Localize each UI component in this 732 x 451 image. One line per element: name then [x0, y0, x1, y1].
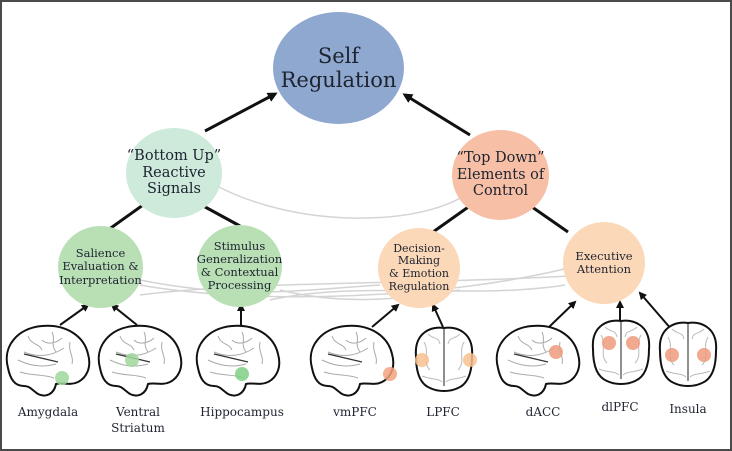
arrow-ventral-striatum-to-salience	[110, 303, 138, 326]
region-label-vmpfc: vmPFC	[333, 405, 377, 419]
arrow-amygdala-to-salience	[59, 303, 90, 326]
brain-insula-highlight	[697, 348, 711, 362]
stimulus-node: Stimulus Generalization & Contextual Pro…	[197, 225, 282, 307]
brain-sulcus	[23, 353, 59, 363]
stimulus-label: Stimulus Generalization & Contextual Pro…	[196, 238, 283, 293]
top-down-node: “Top Down” Elements of Control	[452, 130, 549, 220]
decision-label: Decision-Making & Emotion Regulation	[388, 241, 450, 293]
brain-dlpfc-highlight	[602, 336, 616, 350]
region-label-dacc: dACC	[525, 405, 561, 419]
brain-amygdala-highlight	[55, 371, 69, 385]
brain-lpfc-highlight	[463, 353, 477, 367]
curve	[139, 274, 586, 296]
brain-insula-highlight	[665, 348, 679, 362]
arrow-vmpfc-to-decision	[371, 303, 400, 328]
salience-label: Salience Evaluation & Interpretation	[59, 246, 142, 287]
region-label-lpfc: LPFC	[426, 405, 460, 419]
brain-dlpfc-icon	[591, 319, 651, 385]
brain-insula-icon	[658, 321, 718, 387]
brain-outline	[309, 324, 395, 397]
brain-ventral-striatum-highlight	[125, 353, 139, 367]
region-label-ventral-striatum: Ventral Striatum	[111, 405, 165, 436]
brain-outline	[97, 324, 183, 397]
decision-node: Decision-Making & Emotion Regulation	[378, 228, 460, 308]
brain-outline	[495, 324, 581, 397]
brain-icons	[5, 319, 718, 397]
self-regulation-node: Self Regulation	[273, 12, 404, 124]
salience-node: Salience Evaluation & Interpretation	[58, 226, 143, 308]
brain-dacc-highlight	[549, 345, 563, 359]
executive-node: Executive Attention	[563, 222, 645, 304]
brain-lpfc-highlight	[415, 353, 429, 367]
brain-outline	[195, 324, 281, 397]
brain-hippocampus-highlight	[235, 367, 249, 381]
arrow-insula-to-executive	[638, 291, 673, 331]
brain-sulcus	[513, 353, 549, 363]
arrow-bottom-up-to-self	[204, 92, 278, 133]
brain-folds	[207, 331, 263, 379]
brain-dlpfc-highlight	[626, 336, 640, 350]
small-arrows	[59, 291, 673, 331]
region-label-insula: Insula	[669, 402, 707, 416]
arrow-lpfc-to-decision	[431, 303, 444, 328]
region-label-hippocampus: Hippocampus	[200, 405, 284, 419]
brain-hippocampus-icon	[195, 324, 281, 397]
region-label-dlpfc: dlPFC	[601, 400, 639, 414]
brain-sulcus	[213, 353, 249, 363]
brain-folds	[321, 331, 377, 379]
brain-folds	[17, 331, 73, 379]
arrow-dacc-to-executive	[548, 300, 577, 328]
self-regulation-label: Self Regulation	[280, 43, 397, 92]
brain-folds	[598, 326, 644, 376]
brain-lpfc-icon	[414, 326, 477, 392]
executive-label: Executive Attention	[575, 248, 633, 276]
arrow-top-down-to-self	[402, 93, 471, 137]
brain-sulcus	[327, 353, 363, 363]
brain-vmpfc-highlight	[383, 367, 397, 381]
brain-vmpfc-icon	[309, 324, 397, 397]
brain-dacc-icon	[495, 324, 581, 397]
brain-amygdala-icon	[5, 324, 91, 397]
bottom-up-node: “Bottom Up” Reactive Signals	[126, 128, 222, 218]
region-label-amygdala: Amygdala	[17, 405, 79, 419]
bottom-up-label: “Bottom Up” Reactive Signals	[126, 147, 222, 198]
brain-ventral-striatum-icon	[97, 324, 183, 397]
top-down-label: “Top Down” Elements of Control	[456, 149, 545, 200]
curve	[214, 184, 466, 219]
